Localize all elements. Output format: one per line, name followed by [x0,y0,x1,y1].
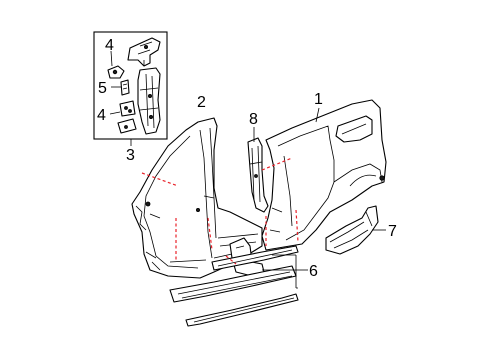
front-side-frame-part-2 [131,117,263,279]
callout-5: 5 [98,80,107,97]
hinge-bracket-small [120,79,130,96]
hinge-pillar-reinforcement [137,67,161,135]
leader-4b [109,111,121,115]
callout-labels: 1 2 3 4 4 5 6 7 8 [97,37,397,280]
callout-3: 3 [126,147,135,164]
wheelhouse-panel-part-7 [325,205,386,255]
rear-wheelhouse-extension [325,205,379,255]
rocker-panels-part-6 [169,237,308,327]
callout-8: 8 [249,111,258,128]
center-pillar-part-8 [247,127,269,213]
cut-lines [141,157,299,265]
callout-4-upper: 4 [105,37,114,54]
callout-4-lower: 4 [97,107,106,124]
body-side-outer-part-1 [261,99,387,251]
callout-6: 6 [309,263,318,280]
leader-6 [262,254,298,289]
callout-7: 7 [388,223,397,240]
front-side-frame-outer [131,117,263,279]
leader-1 [315,107,320,123]
cut-line [225,255,237,265]
callout-1: 1 [314,91,323,108]
inset-group-part-3 [93,31,168,146]
center-pillar-reinforcement [247,137,269,213]
inset-frame [93,31,168,140]
rocker-lower-strip [185,293,299,327]
leader-4a [110,50,113,67]
callout-2: 2 [197,94,206,111]
cut-line [141,172,179,187]
